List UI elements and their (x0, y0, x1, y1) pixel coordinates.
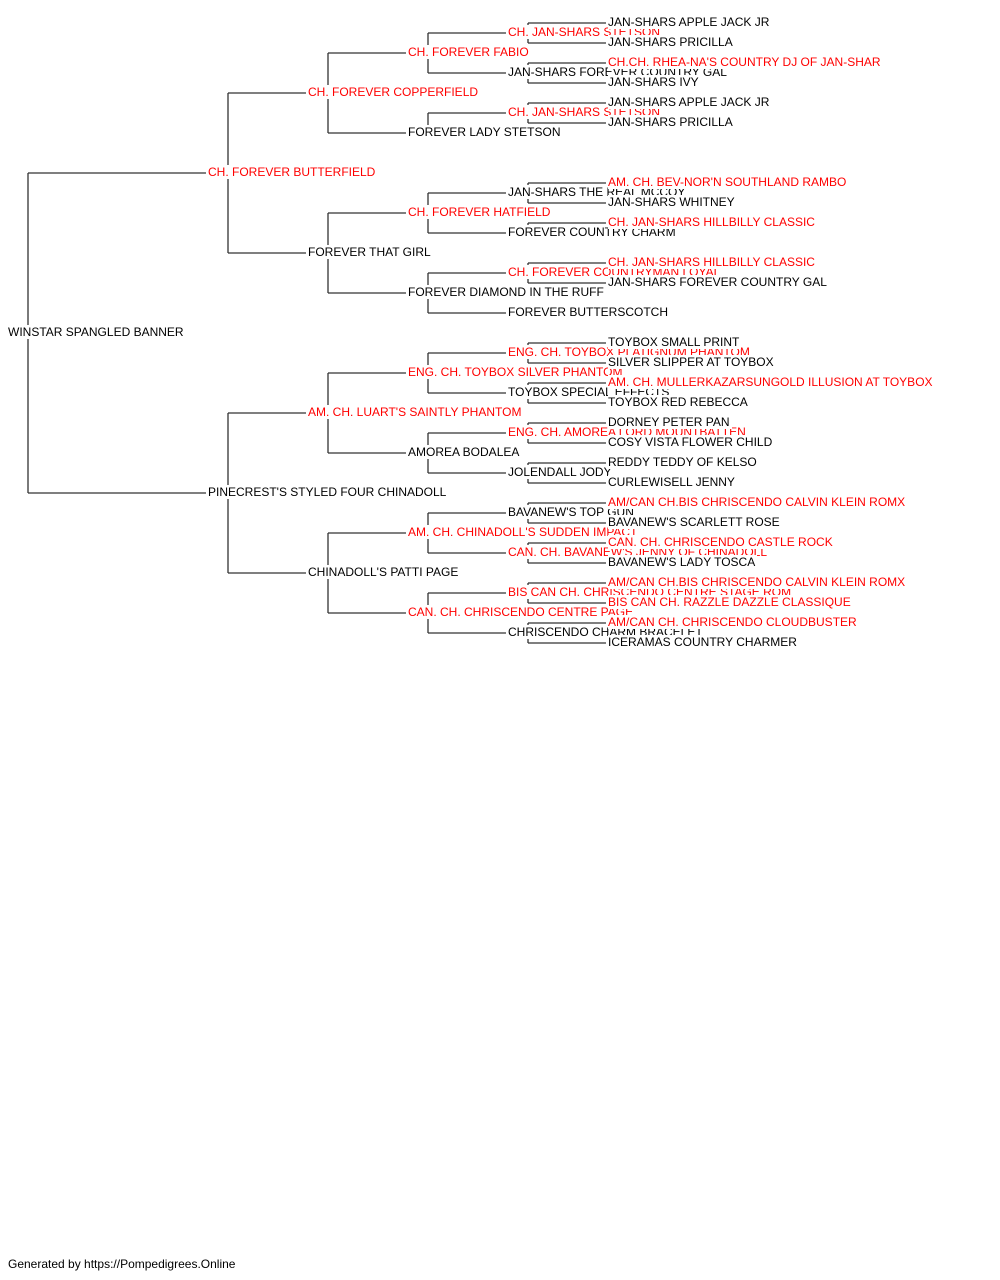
pedigree-name-gen3: AM. CH. CHINADOLL'S SUDDEN IMPACT (408, 525, 640, 539)
pedigree-name-gen5: AM. CH. MULLERKAZARSUNGOLD ILLUSION AT T… (608, 375, 935, 389)
pedigree-name-gen5: BAVANEW'S SCARLETT ROSE (608, 515, 782, 529)
pedigree-name-gen5: JAN-SHARS APPLE JACK JR (608, 15, 772, 29)
pedigree-name-gen3: CH. FOREVER HATFIELD (408, 205, 553, 219)
pedigree-name-gen5: JAN-SHARS FOREVER COUNTRY GAL (608, 275, 829, 289)
pedigree-name-gen5: BAVANEW'S LADY TOSCA (608, 555, 758, 569)
pedigree-name-gen5: BIS CAN CH. RAZZLE DAZZLE CLASSIQUE (608, 595, 853, 609)
pedigree-name-gen1: PINECREST'S STYLED FOUR CHINADOLL (208, 485, 449, 499)
pedigree-name-gen4: BAVANEW'S TOP GUN (508, 505, 636, 519)
pedigree-name-gen5: SILVER SLIPPER AT TOYBOX (608, 355, 776, 369)
pedigree-name-gen5: AM/CAN CH.BIS CHRISCENDO CALVIN KLEIN RO… (608, 495, 908, 509)
pedigree-name-gen5: DORNEY PETER PAN (608, 415, 732, 429)
pedigree-name-gen2: FOREVER THAT GIRL (308, 245, 433, 259)
pedigree-name-gen2: CH. FOREVER COPPERFIELD (308, 85, 481, 99)
pedigree-name-gen5: TOYBOX RED REBECCA (608, 395, 750, 409)
pedigree-name-gen3: FOREVER DIAMOND IN THE RUFF (408, 285, 606, 299)
pedigree-name-gen3: CAN. CH. CHRISCENDO CENTRE PAGE (408, 605, 636, 619)
pedigree-name-gen5: JAN-SHARS WHITNEY (608, 195, 737, 209)
pedigree-name-gen3: AMOREA BODALEA (408, 445, 522, 459)
pedigree-name-gen5: JAN-SHARS APPLE JACK JR (608, 95, 772, 109)
pedigree-name-gen5: CH. JAN-SHARS HILLBILLY CLASSIC (608, 255, 817, 269)
pedigree-name-gen4: JOLENDALL JODY (508, 465, 614, 479)
pedigree-name-gen0: WINSTAR SPANGLED BANNER (8, 325, 186, 339)
pedigree-name-gen5: TOYBOX SMALL PRINT (608, 335, 742, 349)
pedigree-name-gen3: ENG. CH. TOYBOX SILVER PHANTOM (408, 365, 625, 379)
pedigree-name-gen2: AM. CH. LUART'S SAINTLY PHANTOM (308, 405, 524, 419)
pedigree-name-gen5: AM/CAN CH. CHRISCENDO CLOUDBUSTER (608, 615, 859, 629)
pedigree-name-gen5: AM/CAN CH.BIS CHRISCENDO CALVIN KLEIN RO… (608, 575, 908, 589)
pedigree-name-gen5: COSY VISTA FLOWER CHILD (608, 435, 775, 449)
pedigree-name-gen5: JAN-SHARS IVY (608, 75, 701, 89)
pedigree-name-gen5: ICERAMAS COUNTRY CHARMER (608, 635, 799, 649)
pedigree-name-gen3: CH. FOREVER FABIO (408, 45, 531, 59)
pedigree-name-gen5: JAN-SHARS PRICILLA (608, 35, 735, 49)
pedigree-name-gen5: CH. JAN-SHARS HILLBILLY CLASSIC (608, 215, 817, 229)
pedigree-name-gen5: CAN. CH. CHRISCENDO CASTLE ROCK (608, 535, 835, 549)
generated-by-footer: Generated by https://Pompedigrees.Online (8, 1257, 236, 1271)
pedigree-name-gen2: CHINADOLL'S PATTI PAGE (308, 565, 461, 579)
pedigree-name-gen5: CURLEWISELL JENNY (608, 475, 737, 489)
pedigree-name-gen3: FOREVER LADY STETSON (408, 125, 563, 139)
pedigree-name-gen5: AM. CH. BEV-NOR'N SOUTHLAND RAMBO (608, 175, 849, 189)
pedigree-name-gen1: CH. FOREVER BUTTERFIELD (208, 165, 378, 179)
pedigree-name-gen4: FOREVER BUTTERSCOTCH (508, 305, 671, 319)
pedigree-name-gen5: JAN-SHARS PRICILLA (608, 115, 735, 129)
pedigree-name-gen5: REDDY TEDDY OF KELSO (608, 455, 759, 469)
pedigree-name-gen5: CH.CH. RHEA-NA'S COUNTRY DJ OF JAN-SHAR (608, 55, 883, 69)
